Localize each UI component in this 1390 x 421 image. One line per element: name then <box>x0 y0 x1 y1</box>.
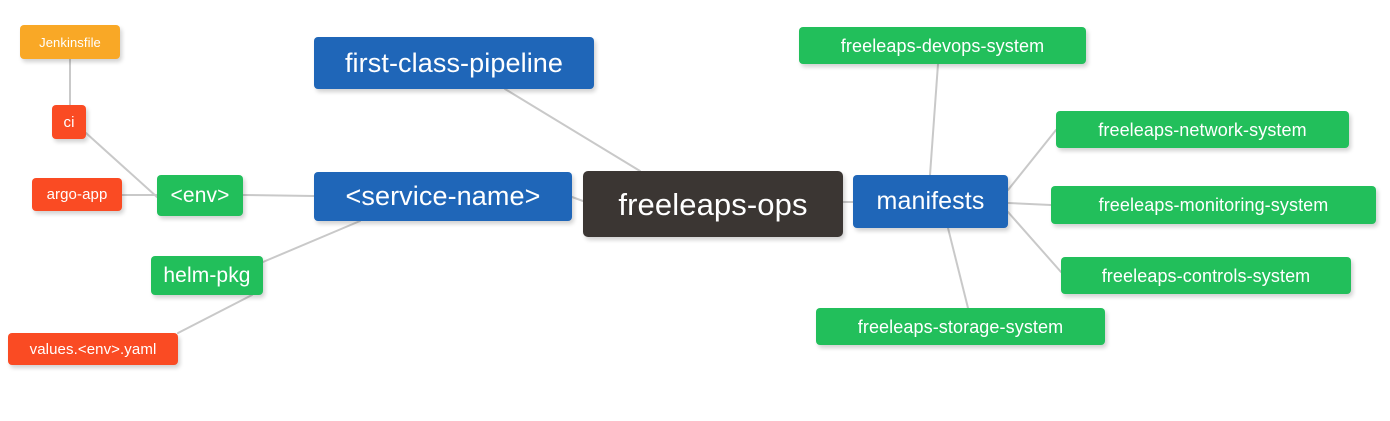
edge-values-yaml-to-helm-pkg <box>177 294 253 334</box>
node-service-name[interactable]: <service-name> <box>314 172 572 221</box>
node-monitoring-system[interactable]: freeleaps-monitoring-system <box>1051 186 1376 224</box>
node-argo-app[interactable]: argo-app <box>32 178 122 211</box>
node-freeleaps-ops[interactable]: freeleaps-ops <box>583 171 843 237</box>
edge-first-class-pipeline-to-freeleaps-ops <box>504 88 641 172</box>
node-storage-system[interactable]: freeleaps-storage-system <box>816 308 1105 345</box>
node-first-class-pipeline[interactable]: first-class-pipeline <box>314 37 594 89</box>
node-env[interactable]: <env> <box>157 175 243 216</box>
edge-service-name-to-freeleaps-ops <box>571 196 584 202</box>
node-values-yaml[interactable]: values.<env>.yaml <box>8 333 178 365</box>
edge-manifests-to-storage-system <box>947 227 969 309</box>
node-network-system[interactable]: freeleaps-network-system <box>1056 111 1349 148</box>
edge-manifests-to-network-system <box>1007 129 1057 191</box>
node-ci[interactable]: ci <box>52 105 86 139</box>
node-jenkinsfile[interactable]: Jenkinsfile <box>20 25 120 59</box>
node-manifests[interactable]: manifests <box>853 175 1008 228</box>
edge-manifests-to-devops-system <box>929 63 939 176</box>
node-helm-pkg[interactable]: helm-pkg <box>151 256 263 295</box>
edge-env-to-service-name <box>242 194 315 197</box>
edge-manifests-to-monitoring-system <box>1007 202 1052 206</box>
node-devops-system[interactable]: freeleaps-devops-system <box>799 27 1086 64</box>
edge-helm-pkg-to-service-name <box>262 220 361 263</box>
node-controls-system[interactable]: freeleaps-controls-system <box>1061 257 1351 294</box>
